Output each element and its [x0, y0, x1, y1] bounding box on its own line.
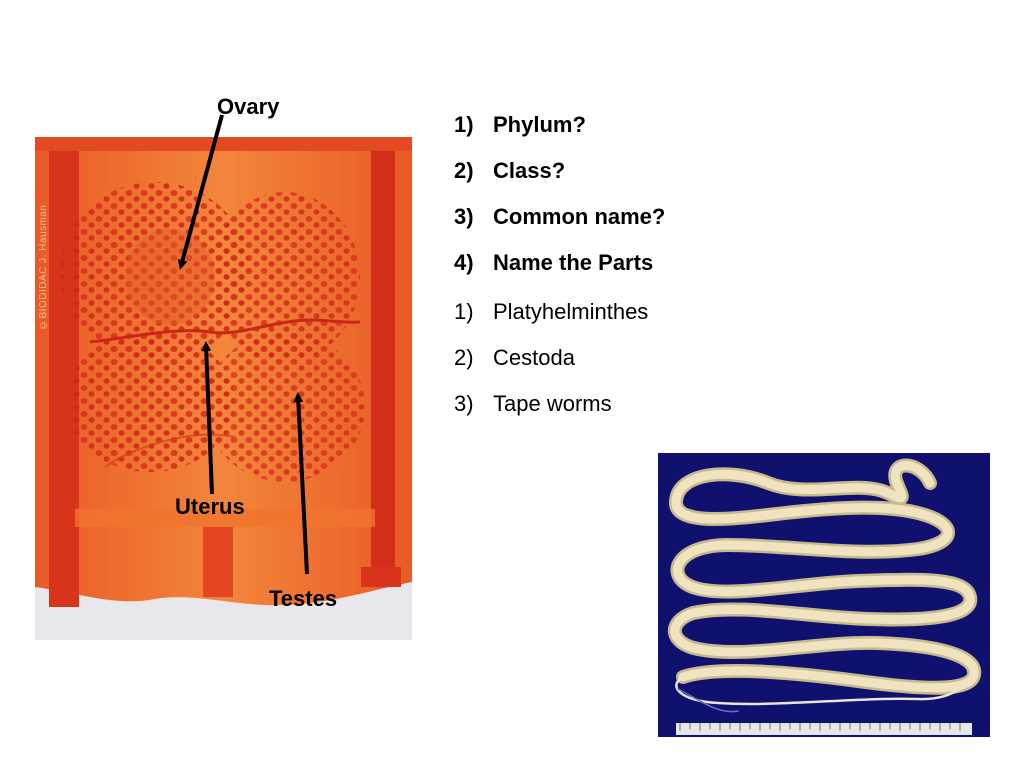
proglottid-image — [35, 137, 412, 640]
tapeworm-photo — [658, 453, 990, 737]
micrograph-watermark: ©BIODIDAC J. Hausman — [38, 204, 49, 330]
answer-number: 1) — [454, 299, 474, 324]
answer-number: 2) — [454, 345, 474, 370]
question-text: Name the Parts — [493, 250, 654, 275]
tapeworm-image — [658, 453, 990, 737]
question-number: 3) — [454, 204, 474, 229]
question-item: 4) Name the Parts — [454, 251, 665, 297]
answer-text: Tape worms — [493, 391, 612, 416]
answer-item: 2) Cestoda — [454, 346, 648, 392]
question-number: 4) — [454, 250, 474, 275]
answer-text: Cestoda — [493, 345, 575, 370]
answer-item: 1) Platyhelminthes — [454, 300, 648, 346]
question-list: 1) Phylum? 2) Class? 3) Common name? 4) … — [454, 113, 665, 297]
answer-list: 1) Platyhelminthes 2) Cestoda 3) Tape wo… — [454, 300, 648, 438]
question-number: 1) — [454, 112, 474, 137]
answer-text: Platyhelminthes — [493, 299, 649, 324]
question-item: 1) Phylum? — [454, 113, 665, 159]
question-text: Common name? — [493, 204, 666, 229]
question-number: 2) — [454, 158, 474, 183]
testes-label: Testes — [269, 586, 338, 611]
uterus-label: Uterus — [175, 494, 245, 519]
question-item: 2) Class? — [454, 159, 665, 205]
ovary-label: Ovary — [217, 94, 280, 119]
question-item: 3) Common name? — [454, 205, 665, 251]
answer-item: 3) Tape worms — [454, 392, 648, 438]
answer-number: 3) — [454, 391, 474, 416]
question-text: Phylum? — [493, 112, 586, 137]
proglottid-micrograph — [35, 137, 412, 640]
question-text: Class? — [493, 158, 566, 183]
